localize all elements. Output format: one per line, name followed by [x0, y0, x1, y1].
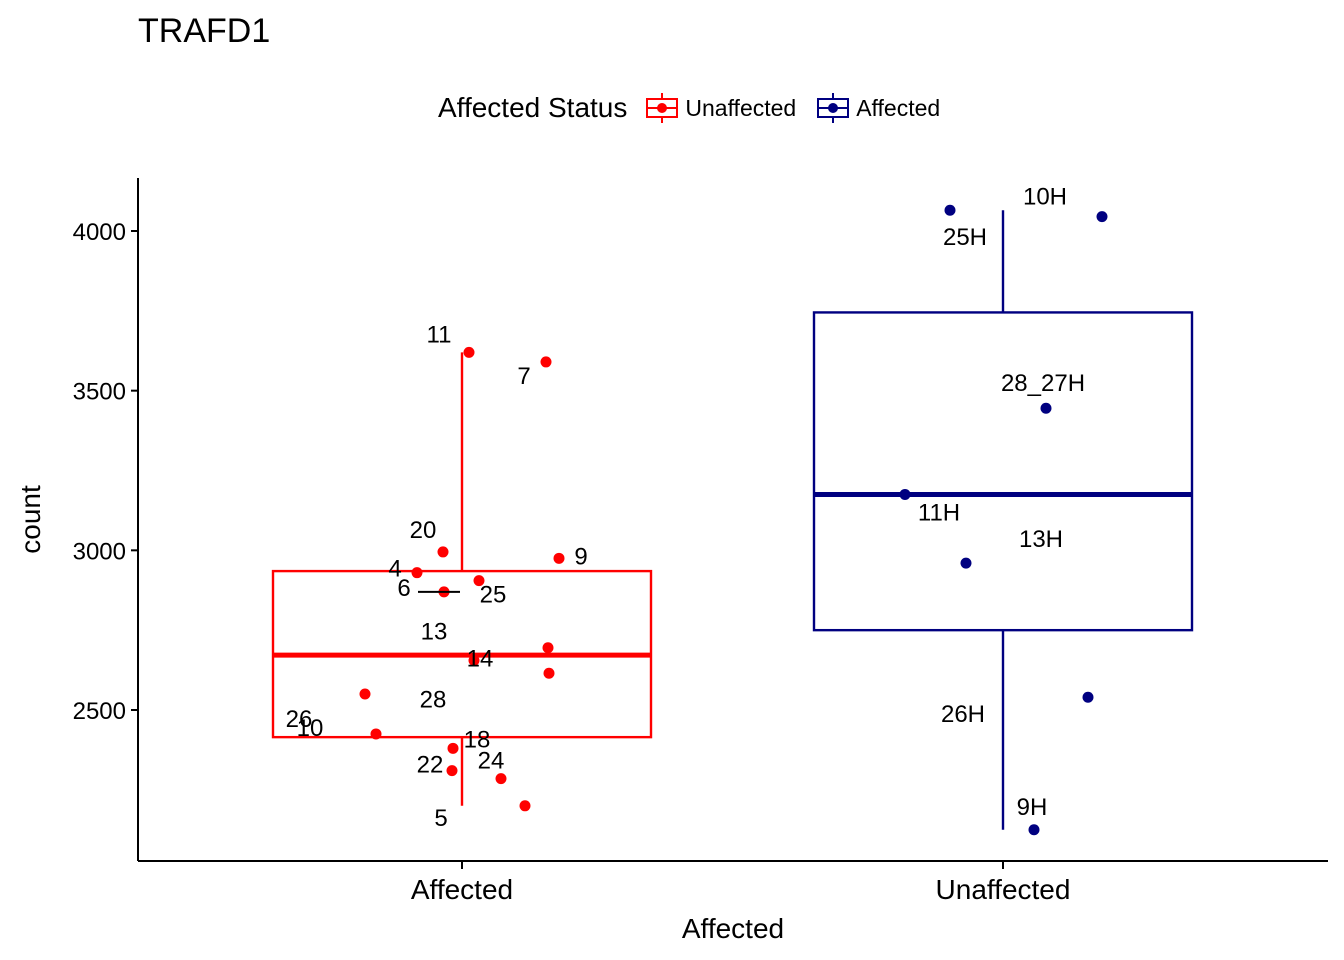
- x-axis-label: Affected: [682, 913, 784, 944]
- point-label: 11H: [918, 499, 960, 526]
- data-point: [495, 773, 507, 785]
- box: [812, 311, 1194, 632]
- point-label: 25H: [943, 224, 987, 251]
- point-label: 5: [434, 805, 447, 832]
- x-tick-label: Unaffected: [936, 874, 1071, 905]
- data-point: [1028, 824, 1040, 836]
- point-label: 24: [478, 748, 505, 775]
- point-label: 9H: [1017, 794, 1048, 821]
- legend: Affected Status Unaffected Affected: [438, 88, 960, 128]
- legend-key-unaffected-icon: [646, 93, 679, 123]
- point-label: 4: [388, 556, 401, 583]
- data-point: [960, 557, 972, 569]
- data-point: [1082, 691, 1094, 703]
- point-label: 28: [420, 686, 447, 713]
- y-tick-label: 3000: [73, 538, 126, 565]
- point-label: 28_27H: [1001, 370, 1085, 397]
- data-point: [543, 667, 555, 679]
- data-point: [473, 575, 485, 587]
- point-label: 13: [421, 619, 448, 646]
- legend-item-affected: Affected: [816, 91, 940, 125]
- data-point: [540, 356, 552, 368]
- legend-key-affected-icon: [817, 93, 850, 123]
- y-axis-label: count: [15, 485, 46, 554]
- data-point: [542, 642, 554, 654]
- x-tick-label: Affected: [411, 874, 513, 905]
- data-point: [411, 567, 423, 579]
- point-label: 26: [286, 706, 313, 733]
- data-point: [447, 742, 459, 754]
- data-point: [463, 346, 475, 358]
- y-tick-label: 4000: [73, 219, 126, 246]
- data-point: [1040, 402, 1052, 414]
- y-tick-label: 3500: [73, 379, 126, 406]
- legend-label-unaffected: Unaffected: [685, 94, 797, 121]
- point-label: 14: [467, 646, 494, 673]
- point-label: 11: [427, 321, 452, 348]
- y-tick-label: 2500: [73, 698, 126, 725]
- point-label: 25: [480, 582, 507, 609]
- point-label: 18: [464, 726, 491, 753]
- data-point: [944, 204, 956, 216]
- point-label: 13H: [1019, 526, 1063, 553]
- point-label: 26H: [941, 701, 985, 728]
- data-point: [899, 488, 911, 500]
- legend-title: Affected Status: [438, 92, 628, 123]
- point-label: 10: [297, 715, 324, 742]
- point-label: 22: [417, 752, 444, 779]
- data-point: [359, 688, 371, 700]
- data-point: [553, 552, 565, 564]
- point-label: 10H: [1023, 184, 1067, 211]
- data-point: [519, 800, 531, 812]
- point-label: 7: [517, 363, 530, 390]
- point-label: 6: [397, 575, 410, 602]
- data-point: [370, 728, 382, 740]
- point-label: 20: [410, 517, 437, 544]
- data-point: [446, 765, 458, 777]
- chart-title: TRAFD1: [138, 12, 271, 50]
- data-point: [437, 546, 449, 558]
- legend-item-unaffected: Unaffected: [645, 91, 796, 125]
- point-label: 9: [574, 543, 587, 570]
- data-point: [468, 655, 480, 667]
- data-point: [1096, 211, 1108, 223]
- legend-label-affected: Affected: [856, 94, 941, 121]
